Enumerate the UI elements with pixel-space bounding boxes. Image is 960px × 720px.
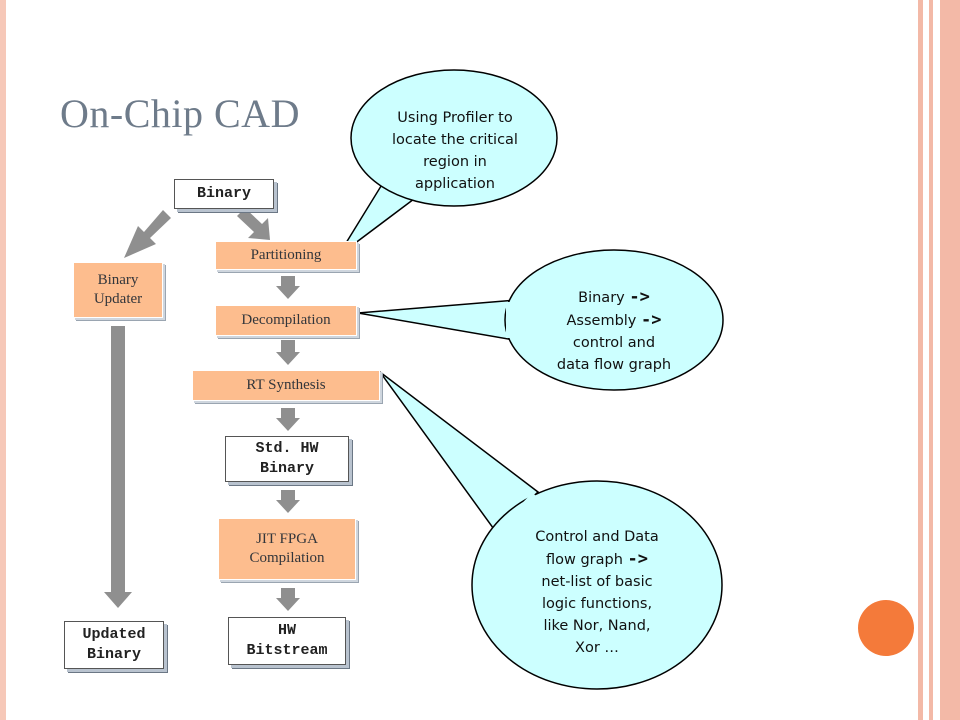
synth-line-3: net-list of basic (541, 574, 653, 590)
arrow-decompilation-to-rt-synthesis (276, 340, 300, 365)
decompile-callout-bubble (357, 249, 724, 391)
arrow-jit-to-bitstream (276, 588, 300, 611)
binary-updater-node: Binary Updater (73, 262, 163, 318)
partitioning-node: Partitioning (215, 241, 357, 270)
arrow-updater-to-updated-binary (104, 326, 132, 608)
profiler-callout-text: Using Profiler to locate the critical re… (390, 107, 520, 195)
synth-line-2: flow graph (545, 552, 623, 568)
arrow-rt-synthesis-to-std-hw-binary (276, 408, 300, 431)
arrow-std-hw-binary-to-jit (276, 490, 300, 513)
synth-line-4: logic functions, (541, 596, 653, 612)
updated-binary-label: Updated Binary (82, 626, 146, 663)
decompilation-node: Decompilation (215, 305, 357, 336)
flow-arrows (104, 208, 300, 611)
orange-accent-circle (858, 600, 914, 656)
arrow-symbol: -> (629, 287, 650, 307)
jit-fpga-compilation-node: JIT FPGA Compilation (218, 518, 356, 580)
slide-right-stripe-1 (918, 0, 923, 720)
jit-fpga-compilation-label: JIT FPGA Compilation (249, 531, 325, 566)
profiler-callout-label: Using Profiler to locate the critical re… (392, 110, 518, 192)
slide-right-stripe-2 (929, 0, 933, 720)
slide-left-border (0, 0, 6, 720)
synthesis-callout-text: Control and Data flow graph -> net-list … (506, 526, 688, 659)
rt-synthesis-node: RT Synthesis (192, 370, 380, 401)
decompile-callout-text: Binary -> Assembly -> control and data f… (522, 286, 706, 376)
hw-bitstream-node: HW Bitstream (228, 617, 346, 665)
arrow-binary-to-updater (124, 210, 171, 258)
hw-bitstream-label: HW Bitstream (246, 622, 328, 659)
std-hw-binary-node: Std. HW Binary (225, 436, 349, 482)
binary-updater-label: Binary Updater (93, 272, 143, 307)
binary-node: Binary (174, 179, 274, 209)
decompile-line-control: control and (572, 335, 656, 351)
std-hw-binary-label: Std. HW Binary (255, 440, 319, 477)
rt-synthesis-label: RT Synthesis (246, 377, 326, 393)
decompilation-label: Decompilation (241, 312, 331, 328)
updated-binary-node: Updated Binary (64, 621, 164, 669)
synth-line-5: like Nor, Nand, (543, 618, 651, 634)
synth-line-6: Xor … (575, 640, 619, 656)
arrow-symbol: -> (641, 310, 662, 330)
arrow-binary-to-partitioning (237, 208, 270, 240)
arrow-symbol: -> (627, 549, 648, 569)
synth-line-1: Control and Data (535, 529, 659, 545)
arrow-partitioning-to-decompilation (276, 276, 300, 299)
synthesis-callout-bubble (379, 371, 723, 690)
partitioning-label: Partitioning (250, 247, 322, 263)
decompile-line-binary: Binary (578, 290, 625, 306)
decompile-line-dataflow: data flow graph (556, 357, 672, 373)
decompile-line-assembly: Assembly (566, 313, 637, 329)
profiler-callout-bubble (337, 69, 558, 257)
slide-title: On-Chip CAD (60, 91, 300, 136)
binary-node-label: Binary (196, 185, 251, 202)
slide-right-stripe-3 (940, 0, 960, 720)
